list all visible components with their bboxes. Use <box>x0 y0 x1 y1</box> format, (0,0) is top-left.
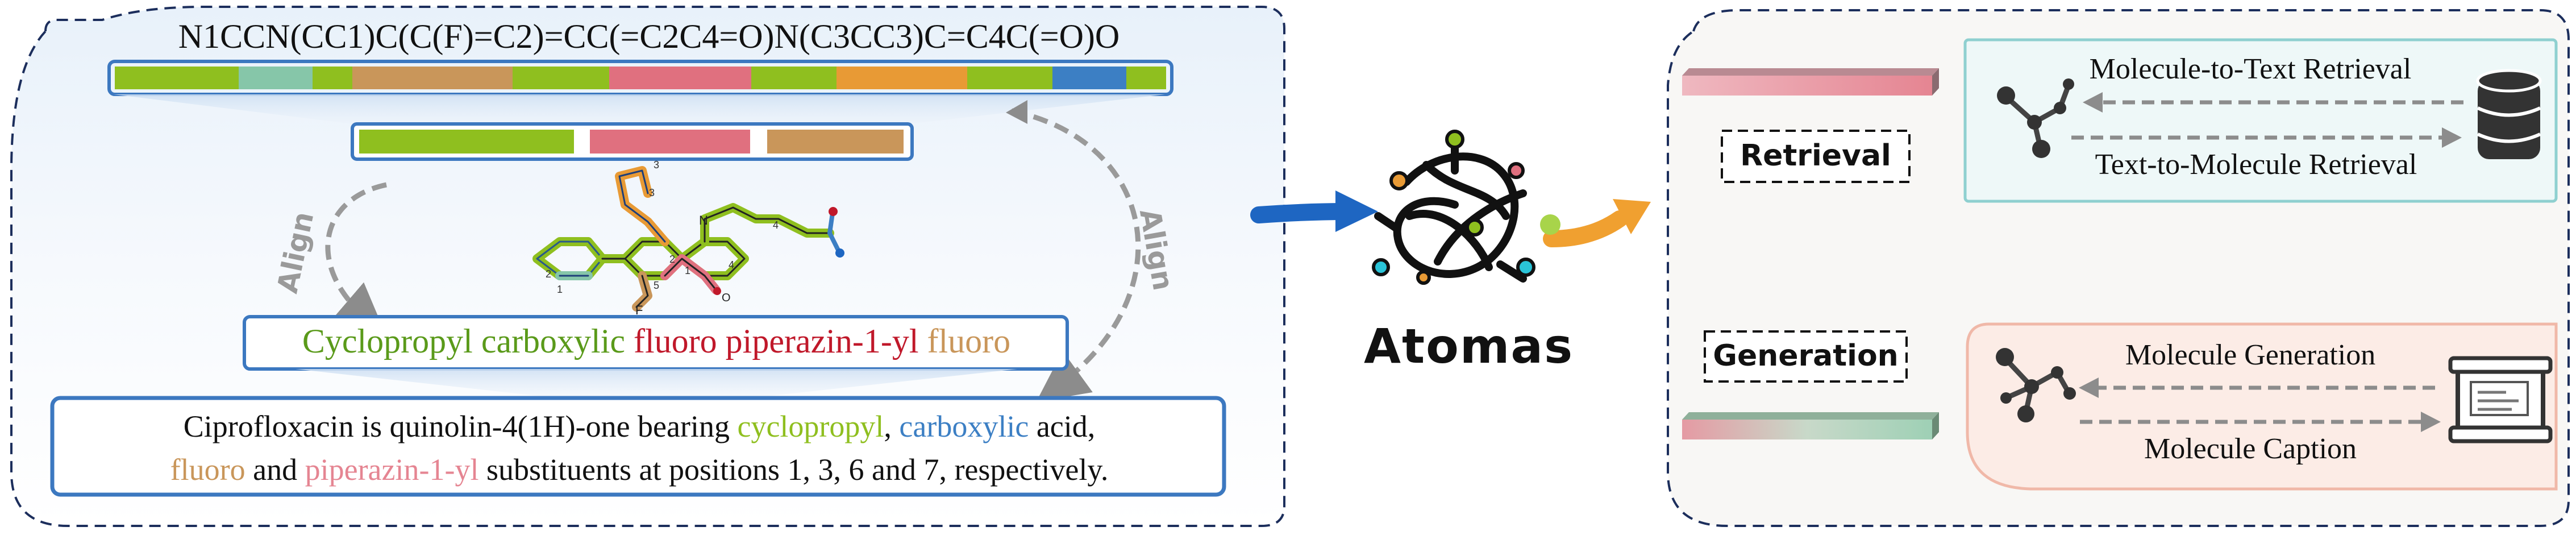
description-line-2: fluoro and piperazin-1-yl substituents a… <box>63 448 1216 491</box>
left-panel: F N O 3 3 4 2 1 4 5 2 1 <box>10 6 1285 527</box>
mol-caption-label: Molecule Caption <box>2144 433 2357 465</box>
desc-text: Ciprofloxacin is quinolin-4(1H)-one bear… <box>183 409 738 443</box>
ciprofloxacin-molecule <box>532 166 844 312</box>
desc-text: acid, <box>1029 409 1096 443</box>
retrieval-card <box>1963 38 2558 203</box>
desc-carboxylic: carboxylic <box>899 409 1029 443</box>
text-to-mol-label: Text-to-Molecule Retrieval <box>2095 148 2417 181</box>
mol-generation-label: Molecule Generation <box>2125 339 2376 371</box>
smiles-string: N1CCN(CC1)C(C(F)=C2)=CC(=C2C4=O)N(C3CC3)… <box>178 18 1120 55</box>
molecule-icon <box>1996 348 2076 422</box>
desc-piperazinyl: piperazin-1-yl <box>305 453 479 487</box>
description-line-1: Ciprofloxacin is quinolin-4(1H)-one bear… <box>63 405 1216 448</box>
input-arrow <box>1250 203 1354 223</box>
smiles-token-bar <box>107 60 1173 96</box>
atom-number: 1 <box>685 265 690 276</box>
atom-number: 4 <box>773 219 779 231</box>
generation-tag: Generation <box>1713 339 1899 373</box>
desc-cyclopropyl: cyclopropyl <box>737 409 884 443</box>
desc-fluoro: fluoro <box>170 453 245 487</box>
atom-label-f: F <box>635 303 643 317</box>
retrieval-tag-box <box>1721 130 1911 183</box>
atom-number: 3 <box>649 187 655 198</box>
projection-cone-bottom <box>296 369 1017 398</box>
generation-embedding-bar <box>1682 412 1939 439</box>
atom-label-o: O <box>722 292 731 304</box>
fragment-fluoro-2: fluoro <box>927 322 1011 360</box>
description-text: Ciprofloxacin is quinolin-4(1H)-one bear… <box>63 405 1216 491</box>
logo-accent-dot <box>1540 214 1560 235</box>
align-arrow-right-head-top <box>1006 100 1027 124</box>
right-panel <box>1667 9 2570 527</box>
retrieval-tag: Retrieval <box>1740 139 1891 173</box>
fragment-fluoro: fluoro <box>634 322 717 360</box>
atom-number: 2 <box>546 268 551 280</box>
generation-tag-box <box>1704 330 1908 383</box>
align-arrow-right <box>1011 108 1141 402</box>
fragment-carboxylic: carboxylic <box>481 322 626 360</box>
desc-text: substituents at positions 1, 3, 6 and 7,… <box>478 453 1109 487</box>
atom-numbers: 3 3 4 2 1 4 5 2 1 <box>546 159 779 295</box>
atom-number: 1 <box>557 284 563 295</box>
fragment-cyclopropyl: Cyclopropyl <box>302 322 473 360</box>
projection-cone-top <box>114 94 1165 124</box>
retrieval-embedding-bar <box>1682 68 1939 96</box>
database-icon <box>2476 69 2542 159</box>
fragment-piperazinyl: piperazin-1-yl <box>725 322 919 360</box>
mol-to-text-label: Molecule-to-Text Retrieval <box>2089 53 2412 85</box>
molecule-icon <box>1997 78 2074 158</box>
description-box <box>50 396 1226 497</box>
center-model <box>1250 130 1651 285</box>
desc-text: and <box>245 453 305 487</box>
atom-number: 4 <box>729 259 734 271</box>
atom-number: 3 <box>654 159 659 171</box>
generation-card <box>1966 322 2558 491</box>
output-arrow <box>1543 210 1628 247</box>
atom-label-n: N <box>699 213 708 227</box>
fragment-token-bar <box>351 122 914 161</box>
model-name: Atomas <box>1364 318 1574 374</box>
document-icon <box>2448 356 2553 443</box>
align-arrow-left <box>325 182 387 335</box>
atom-number: 2 <box>669 254 675 265</box>
atom-number: 5 <box>654 280 659 291</box>
desc-text: , <box>884 409 900 443</box>
fragments-line: Cyclopropyl carboxylic fluoro piperazin-… <box>253 322 1060 361</box>
atomas-logo <box>1372 130 1535 285</box>
